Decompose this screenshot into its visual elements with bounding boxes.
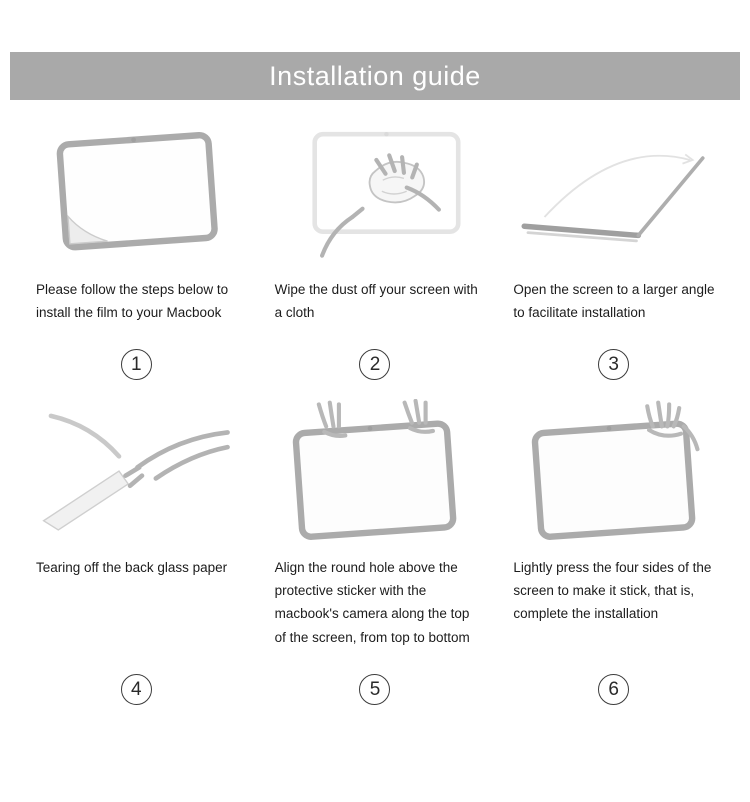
spacer [263, 337, 488, 349]
header-banner: Installation guide [10, 52, 740, 100]
step-3-number-badge: 3 [598, 349, 630, 381]
step-3: Open the screen to a larger angle to fac… [501, 130, 726, 382]
step-3-illustration [501, 130, 726, 258]
step-6: Lightly press the four sides of the scre… [501, 401, 726, 707]
step-1-caption: Please follow the steps below to install… [36, 281, 229, 320]
step-2-illustration [263, 130, 488, 258]
step-6-illustration [501, 401, 726, 541]
step-2: Wipe the dust off your screen with a clo… [263, 130, 488, 382]
step-4-number-badge: 4 [120, 674, 152, 706]
steps-grid: Please follow the steps below to install… [0, 100, 750, 723]
open-laptop-icon [521, 153, 705, 243]
step-4: Tearing off the back glass paper 4 [24, 408, 249, 707]
spacer [263, 662, 488, 674]
tablet-peeling-film-icon [56, 131, 218, 251]
step-2-caption: Wipe the dust off your screen with a clo… [274, 281, 478, 320]
step-2-number-badge: 2 [359, 349, 391, 381]
step-6-caption: Lightly press the four sides of the scre… [513, 559, 712, 622]
step-1-number-badge: 1 [120, 349, 152, 381]
tear-back-paper-icon [42, 414, 230, 532]
step-1-illustration [24, 130, 249, 258]
spacer [24, 593, 249, 675]
page-title: Installation guide [269, 60, 481, 91]
step-4-caption: Tearing off the back glass paper [36, 559, 228, 575]
step-4-illustration [24, 408, 249, 536]
spacer [24, 337, 249, 349]
step-5: Align the round hole above the protectiv… [263, 399, 488, 707]
spacer [501, 639, 726, 674]
wipe-cloth-icon [312, 131, 462, 258]
step-3-caption: Open the screen to a larger angle to fac… [513, 281, 715, 320]
step-5-illustration [263, 399, 488, 541]
step-5-caption: Align the round hole above the protectiv… [274, 559, 470, 645]
spacer [501, 337, 726, 349]
align-film-hands-icon [293, 399, 457, 541]
step-5-number-badge: 5 [359, 674, 391, 706]
press-edges-hand-icon [531, 401, 700, 541]
step-1: Please follow the steps below to install… [24, 130, 249, 382]
step-6-number-badge: 6 [598, 674, 630, 706]
